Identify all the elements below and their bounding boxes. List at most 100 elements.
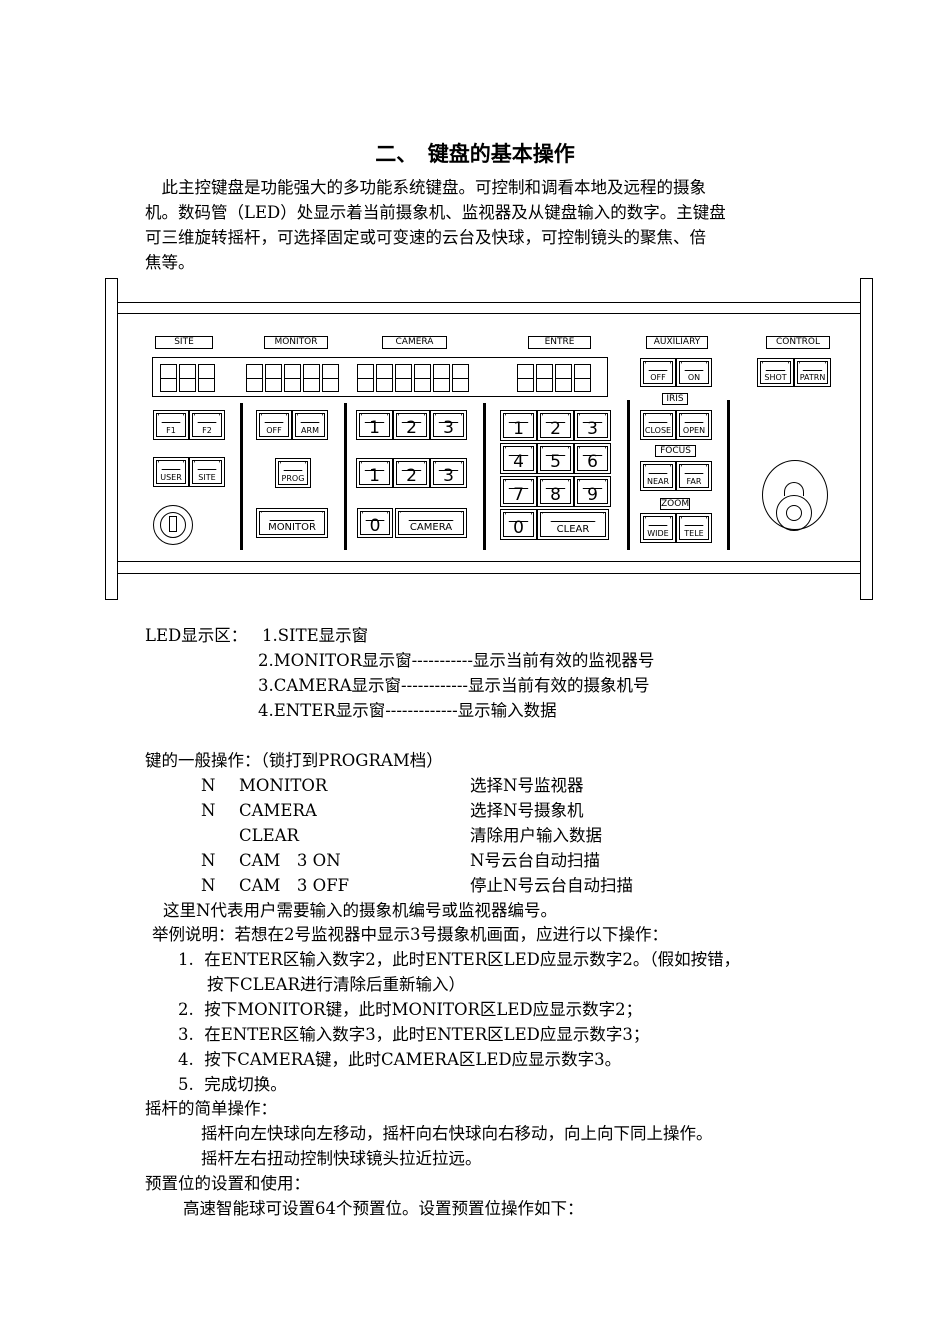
section-heading: 二、 键盘的基本操作 — [375, 142, 575, 166]
key-n2[interactable]: 2 — [537, 410, 574, 441]
key-n0[interactable]: 0 — [500, 509, 537, 540]
key-prog[interactable]: PROG — [275, 458, 311, 488]
key-n5[interactable]: 5 — [537, 443, 574, 474]
led-digit — [357, 364, 374, 392]
label-iris: IRIS — [662, 393, 688, 405]
key-f2[interactable]: F2 — [189, 410, 225, 440]
key-shot[interactable]: SHOT — [757, 358, 794, 387]
key-arm[interactable]: ARM — [292, 410, 328, 440]
intro-line: 焦等。 — [145, 253, 195, 272]
divider — [240, 403, 243, 550]
example-step: 4. 按下CAMERA键，此时CAMERA区LED应显示数字3。 — [178, 1050, 622, 1069]
led-digit — [265, 364, 282, 392]
key-n8[interactable]: 8 — [537, 476, 574, 507]
ops-n: N — [201, 776, 216, 795]
rail — [118, 313, 860, 314]
key-off[interactable]: OFF — [256, 410, 292, 440]
label-focus: FOCUS — [655, 445, 696, 457]
key-camera[interactable]: CAMERA — [395, 508, 467, 538]
ops-desc: 选择N号监视器 — [470, 776, 584, 795]
key-slot — [169, 516, 177, 532]
key-user[interactable]: USER — [153, 457, 189, 487]
key-n7[interactable]: 7 — [500, 476, 537, 507]
led-digit — [414, 364, 431, 392]
label-auxiliary: AUXILIARY — [646, 336, 708, 349]
divider — [627, 400, 630, 550]
key-n2[interactable]: 2 — [393, 410, 430, 440]
joystick-cap — [786, 505, 802, 521]
left-post — [105, 278, 118, 600]
rail — [118, 302, 860, 303]
intro-line: 可三维旋转摇杆，可选择固定或可变速的云台及快球，可控制镜头的聚焦、倍 — [145, 228, 706, 247]
key-n3[interactable]: 3 — [430, 410, 467, 440]
key-lock-icon[interactable] — [153, 505, 193, 545]
key-n6[interactable]: 6 — [574, 443, 611, 474]
key-n4[interactable]: 4 — [500, 443, 537, 474]
key-far[interactable]: FAR — [676, 461, 712, 491]
led-item: 3.CAMERA显示窗------------显示当前有效的摄象机号 — [258, 676, 650, 695]
ops-desc: 停止N号云台自动扫描 — [470, 876, 633, 895]
key-n2[interactable]: 2 — [393, 458, 430, 488]
key-n3[interactable]: 3 — [574, 410, 611, 441]
ops-n: N — [201, 851, 216, 870]
key-monitor[interactable]: MONITOR — [256, 508, 328, 538]
ops-label: 键的一般操作：（锁打到PROGRAM档） — [145, 751, 443, 770]
intro-line: 机。数码管（LED）处显示着当前摄象机、监视器及从键盘输入的数字。主键盘 — [145, 203, 726, 222]
label-monitor: MONITOR — [264, 336, 328, 349]
key-n3[interactable]: 3 — [430, 458, 467, 488]
key-tele[interactable]: TELE — [676, 513, 712, 543]
led-digit — [433, 364, 450, 392]
key-aux_off[interactable]: OFF — [640, 358, 676, 387]
key-n1[interactable]: 1 — [356, 410, 393, 440]
key-n9[interactable]: 9 — [574, 476, 611, 507]
right-post — [860, 278, 873, 600]
intro-line: 此主控键盘是功能强大的多功能系统键盘。可控制和调看本地及远程的摄象 — [145, 178, 707, 197]
led-item: 2.MONITOR显示窗-----------显示当前有效的监视器号 — [258, 651, 655, 670]
led-digit — [395, 364, 412, 392]
key-f1[interactable]: F1 — [153, 410, 189, 440]
key-aux_on[interactable]: ON — [676, 358, 712, 387]
label-entre: ENTRE — [528, 336, 591, 349]
ops-n: N — [201, 801, 216, 820]
label-site: SITE — [155, 336, 213, 349]
ops-key: CAM 3 ON — [239, 851, 341, 870]
label-zoom: ZOOM — [660, 498, 690, 510]
joystick-line: 摇杆左右扭动控制快球镜头拉近拉远。 — [201, 1149, 482, 1168]
key-lock-inner — [160, 512, 186, 538]
key-n1[interactable]: 1 — [356, 458, 393, 488]
led-digit — [574, 364, 591, 392]
ops-n: N — [201, 876, 216, 895]
label-camera: CAMERA — [382, 336, 447, 349]
key-patrn[interactable]: PATRN — [794, 358, 831, 387]
led-item: 4.ENTER显示窗-------------显示输入数据 — [258, 701, 557, 720]
led-digit — [198, 364, 215, 392]
ops-key: MONITOR — [239, 776, 328, 795]
ops-key: CLEAR — [239, 826, 299, 845]
led-digit — [376, 364, 393, 392]
divider — [483, 403, 486, 550]
divider — [727, 400, 730, 550]
ops-note: 这里N代表用户需要输入的摄象机编号或监视器编号。 — [163, 901, 557, 920]
key-near[interactable]: NEAR — [640, 461, 676, 491]
key-wide[interactable]: WIDE — [640, 513, 676, 543]
key-open[interactable]: OPEN — [676, 410, 712, 440]
example-label: 举例说明：若想在2号监视器中显示3号摄象机画面，应进行以下操作： — [152, 925, 668, 944]
key-n0[interactable]: 0 — [357, 508, 393, 538]
joystick-label: 摇杆的简单操作： — [145, 1099, 277, 1118]
example-step: 5. 完成切换。 — [178, 1075, 287, 1094]
led-digit — [517, 364, 534, 392]
led-digit — [284, 364, 301, 392]
led-item: 1.SITE显示窗 — [262, 626, 369, 645]
key-close[interactable]: CLOSE — [640, 410, 676, 440]
led-display — [152, 357, 608, 397]
key-site[interactable]: SITE — [189, 457, 225, 487]
joystick-stem — [784, 482, 804, 496]
ops-desc: 选择N号摄象机 — [470, 801, 584, 820]
ops-key: CAMERA — [239, 801, 317, 820]
led-digit — [246, 364, 263, 392]
key-n1[interactable]: 1 — [500, 410, 537, 441]
key-clear[interactable]: CLEAR — [537, 509, 609, 540]
rail — [118, 573, 860, 574]
preset-label: 预置位的设置和使用： — [145, 1174, 310, 1193]
rail — [118, 561, 860, 562]
